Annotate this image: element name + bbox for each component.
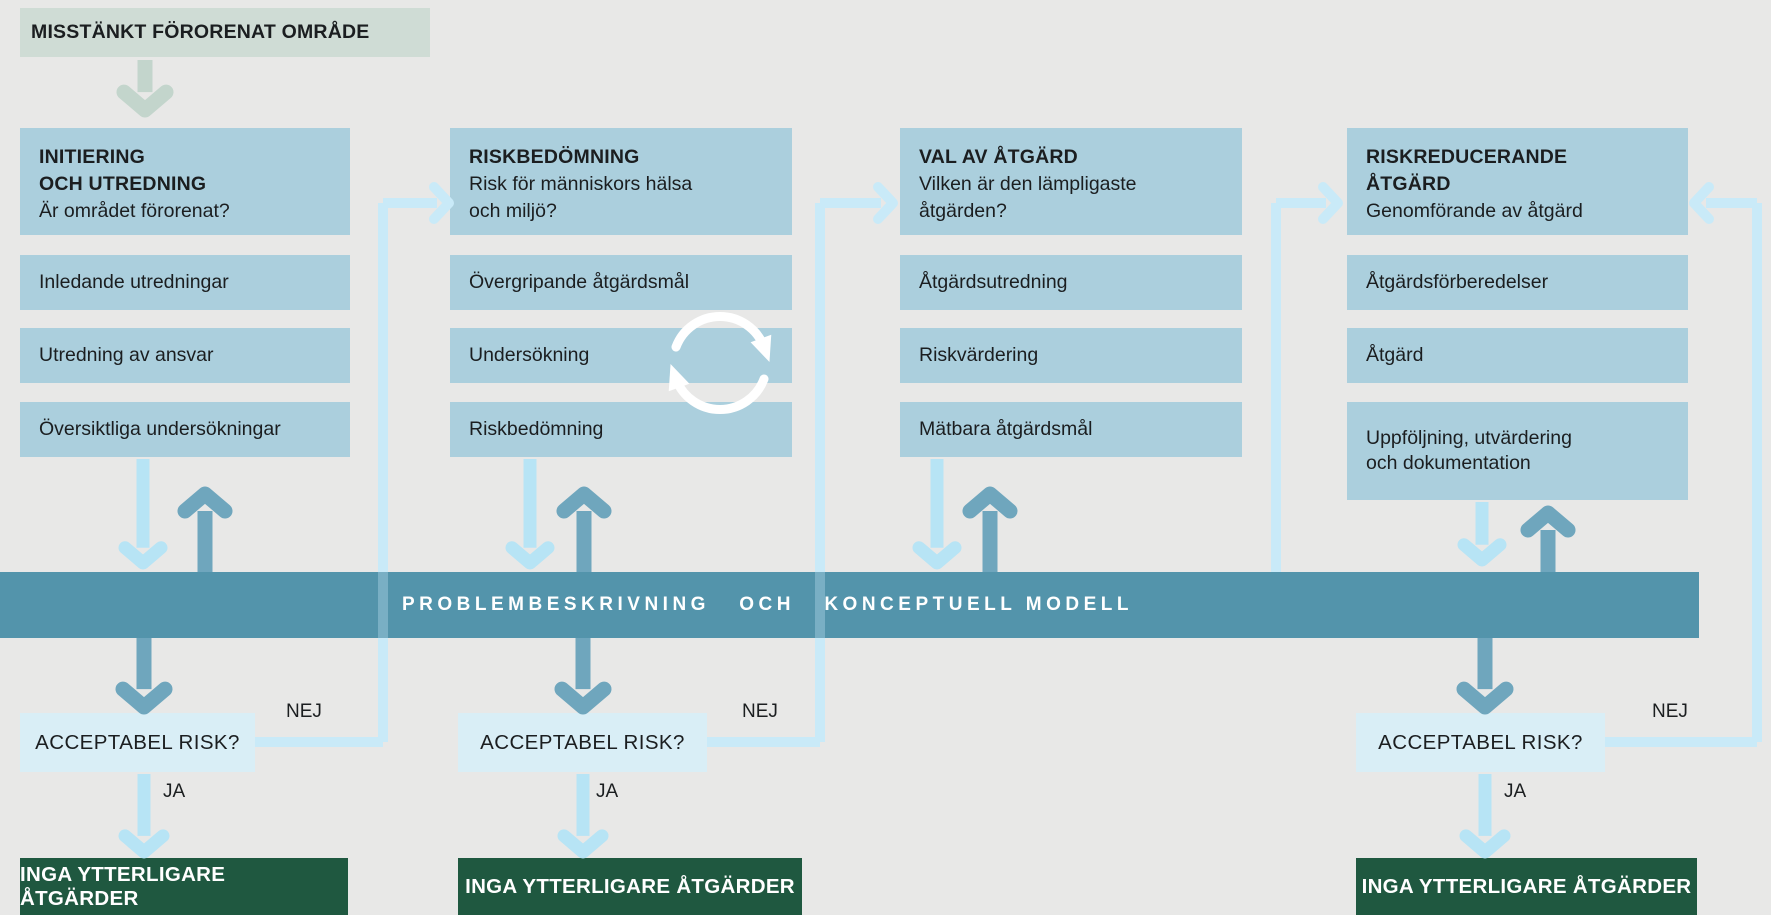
arrow-col4-to-band-down xyxy=(1457,502,1507,567)
arrow-band-to-col3-up xyxy=(962,486,1018,572)
yes-label: JA xyxy=(596,781,619,802)
risk-question-box: ACCEPTABEL RISK? xyxy=(1356,713,1605,772)
no-further-action-box: INGA YTTERLIGARE ÅTGÄRDER xyxy=(1356,858,1697,915)
no-further-action-box: INGA YTTERLIGARE ÅTGÄRDER xyxy=(458,858,802,915)
step-box: Översiktliga undersökningar xyxy=(20,402,350,457)
step-box: Åtgärd xyxy=(1347,328,1688,383)
yes-label: JA xyxy=(1504,781,1527,802)
arrow-col3-to-band-down xyxy=(912,459,962,570)
arrow-col2-to-band-down xyxy=(505,459,555,570)
column-riskbedomning-subtitle: Risk för människors hälsa och miljö? xyxy=(469,173,693,222)
step-box: Åtgärdsutredning xyxy=(900,255,1242,310)
column-val-av-atgard-title: VAL AV ÅTGÄRD xyxy=(919,146,1078,168)
no-label: NEJ xyxy=(1652,701,1688,722)
arrow-band-to-col1-up xyxy=(177,486,233,572)
column-riskreducerande-subtitle: Genomförande av åtgärd xyxy=(1366,200,1583,222)
step-box: Uppföljning, utvärdering och dokumentati… xyxy=(1347,402,1688,500)
step-box: Övergripande åtgärdsmål xyxy=(450,255,792,310)
arrow-risk3-ja-down xyxy=(1459,774,1511,859)
arrow-risk1-ja-down xyxy=(118,774,170,859)
risk-question-box: ACCEPTABEL RISK? xyxy=(458,713,707,772)
column-initiering-title: INITIERING OCH UTREDNING xyxy=(39,146,207,195)
step-box: Undersökning xyxy=(450,328,792,383)
step-box: Inledande utredningar xyxy=(20,255,350,310)
yes-label: JA xyxy=(163,781,186,802)
column-riskbedomning-header: RISKBEDÖMNING Risk för människors hälsa … xyxy=(450,128,792,235)
arrow-start-to-initiering xyxy=(116,60,174,118)
problem-description-band: PROBLEMBESKRIVNING OCH KONCEPTUELL MODEL… xyxy=(0,572,1699,638)
step-box: Riskbedömning xyxy=(450,402,792,457)
arrow-band-to-risk2-down xyxy=(554,638,612,715)
arrow-band-to-risk1-down xyxy=(115,638,173,715)
no-label: NEJ xyxy=(742,701,778,722)
arrow-band-to-col4-up xyxy=(1520,505,1576,572)
start-box-label: MISSTÄNKT FÖRORENAT OMRÅDE xyxy=(31,21,370,43)
problem-description-band-label: PROBLEMBESKRIVNING OCH KONCEPTUELL MODEL… xyxy=(401,594,1133,615)
step-box: Åtgärdsförberedelser xyxy=(1347,255,1688,310)
column-riskbedomning-title: RISKBEDÖMNING xyxy=(469,146,640,168)
start-box: MISSTÄNKT FÖRORENAT OMRÅDE xyxy=(20,8,430,57)
step-box: Riskvärdering xyxy=(900,328,1242,383)
arrow-col1-to-band-down xyxy=(118,459,168,570)
column-initiering-subtitle: Är området förorenat? xyxy=(39,200,230,222)
connector-band-to-riskreducerande xyxy=(1271,182,1343,572)
column-val-av-atgard-subtitle: Vilken är den lämpligaste åtgärden? xyxy=(919,173,1137,222)
step-box: Utredning av ansvar xyxy=(20,328,350,383)
no-label: NEJ xyxy=(286,701,322,722)
column-initiering-header: INITIERING OCH UTREDNING Är området föro… xyxy=(20,128,350,235)
column-riskreducerande-header: RISKREDUCERANDE ÅTGÄRD Genomförande av å… xyxy=(1347,128,1688,235)
no-further-action-box: INGA YTTERLIGARE ÅTGÄRDER xyxy=(20,858,348,915)
risk-question-box: ACCEPTABEL RISK? xyxy=(20,713,255,772)
step-box: Mätbara åtgärdsmål xyxy=(900,402,1242,457)
arrow-band-to-risk3-down xyxy=(1456,638,1514,715)
arrow-band-to-col2-up xyxy=(556,486,612,572)
column-val-av-atgard-header: VAL AV ÅTGÄRD Vilken är den lämpligaste … xyxy=(900,128,1242,235)
column-riskreducerande-title: RISKREDUCERANDE ÅTGÄRD xyxy=(1366,146,1568,195)
